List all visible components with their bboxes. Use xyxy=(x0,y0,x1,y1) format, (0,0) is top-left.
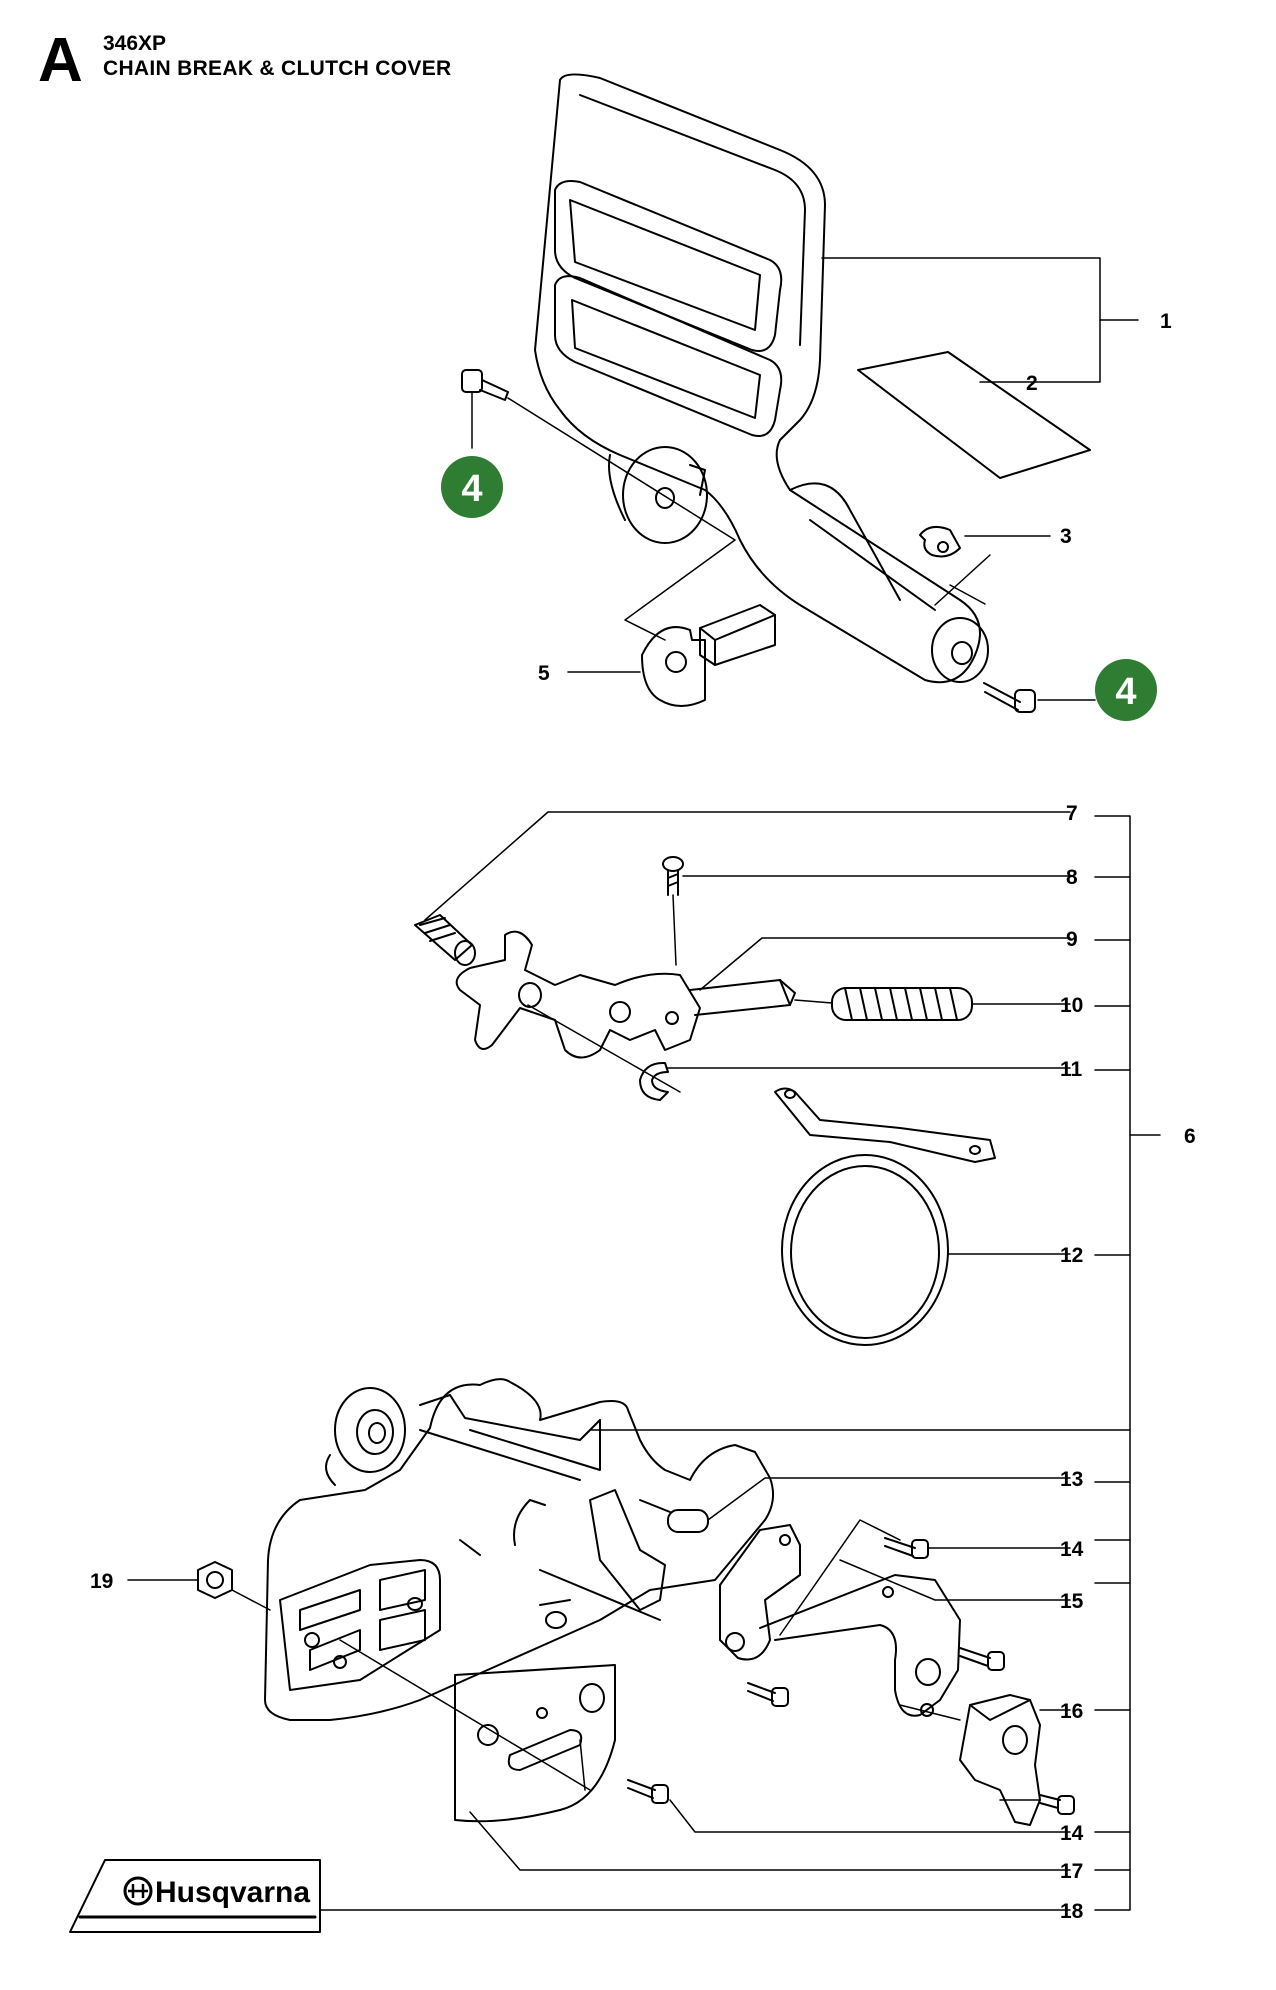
small-screw-drawing xyxy=(662,856,684,896)
cover-screws-drawing xyxy=(627,1537,1075,1815)
cover-bracket-drawing xyxy=(719,1524,961,1717)
callout-2: 2 xyxy=(1026,372,1038,395)
callout-5: 5 xyxy=(538,662,550,685)
callout-9: 9 xyxy=(1066,928,1078,951)
badge-4-left-label: 4 xyxy=(461,468,482,510)
callout-8: 8 xyxy=(1066,866,1078,889)
brake-band-drawing xyxy=(774,1087,996,1346)
callout-14-bottom: 14 xyxy=(1060,1822,1084,1845)
callout-7: 7 xyxy=(1066,802,1078,825)
callout-13: 13 xyxy=(1060,1468,1083,1491)
callout-17: 17 xyxy=(1060,1860,1083,1883)
callout-15: 15 xyxy=(1060,1590,1084,1613)
callout-10: 10 xyxy=(1060,994,1083,1017)
logo-text: Husqvarna xyxy=(155,1876,310,1909)
hand-guard-drawing xyxy=(534,73,989,684)
washer-drawing xyxy=(919,525,961,558)
section-letter: A xyxy=(38,26,83,95)
decal-drawing xyxy=(857,351,1091,479)
chain-catcher-drawing xyxy=(959,1694,1041,1826)
cam-drawing xyxy=(641,604,776,707)
brake-lever-drawing xyxy=(455,930,796,1059)
callout-11: 11 xyxy=(1060,1058,1083,1081)
callout-6: 6 xyxy=(1184,1125,1196,1148)
badge-4-right-label: 4 xyxy=(1115,671,1136,713)
logo-plate-drawing xyxy=(69,1859,321,1933)
diagram-title: CHAIN BREAK & CLUTCH COVER xyxy=(103,57,452,80)
callout-12: 12 xyxy=(1060,1244,1083,1267)
model-number: 346XP xyxy=(103,32,167,55)
pin-drawing xyxy=(414,914,476,966)
callout-labels: 1 2 3 5 6 7 8 9 10 11 12 13 14 15 16 14 … xyxy=(90,310,1196,1923)
nut-drawing xyxy=(197,1561,233,1599)
husqvarna-logo: Husqvarna xyxy=(123,1876,310,1909)
badge-4-right: 4 xyxy=(1095,659,1157,721)
clip-drawing xyxy=(639,1061,669,1101)
screw-drawing xyxy=(461,369,1036,713)
callout-18: 18 xyxy=(1060,1900,1084,1923)
callout-19: 19 xyxy=(90,1570,113,1593)
callout-3: 3 xyxy=(1060,525,1072,548)
badge-4-left: 4 xyxy=(441,456,503,518)
callout-16: 16 xyxy=(1060,1700,1083,1723)
cover-plate-drawing xyxy=(454,1664,616,1823)
clutch-cover-drawing xyxy=(264,1378,775,1721)
callout-1: 1 xyxy=(1160,310,1172,333)
spring-drawing xyxy=(831,987,973,1021)
callout-14-top: 14 xyxy=(1060,1538,1084,1561)
guide-pin-drawing xyxy=(639,1499,709,1533)
